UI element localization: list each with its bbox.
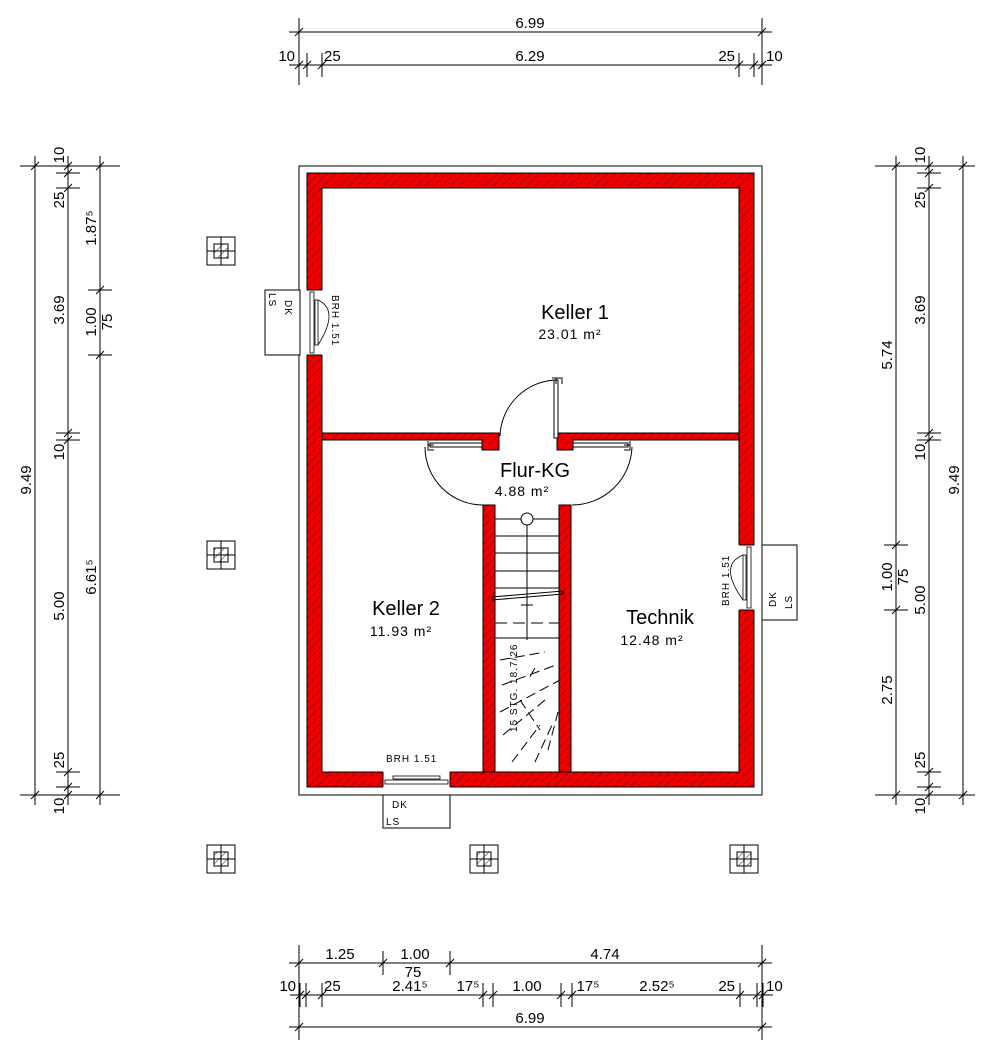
dimension-label: 25 [324,48,341,65]
window-west-type1: DK [282,300,293,316]
window-west-label-box [264,289,301,356]
dimension-label: 9.49 [18,465,35,494]
column-marker [469,844,499,874]
window-east-brh: BRH 1.51 [721,555,732,606]
dimension-label: 25 [51,752,68,769]
dim-bottom-detail: 10 25 2.41⁵ 17⁵ 1.00 17⁵ 2.52⁵ 25 10 [279,978,783,1007]
window-east[interactable]: DK LS BRH 1.51 [721,544,798,621]
dimension-label: 25 [912,192,929,209]
room-area: 23.01 m² [538,326,601,342]
window-south-label-box [382,794,451,829]
dimension-label: 6.61⁵ [83,559,100,594]
dimension-label: 2.41⁵ [392,978,427,995]
window-west-type2: LS [266,293,277,307]
outer-walls [306,172,755,788]
column-marker [206,844,236,874]
room-keller-2: Keller 2 11.93 m² [370,598,440,639]
stair-label: 15 STG. 18.7/26 [509,644,520,732]
dimension-label: 75 [895,569,912,586]
dimension-label: 3.69 [912,295,929,324]
dimension-label: 6.99 [515,15,544,32]
dimension-label: 2.75 [879,675,896,704]
dimension-label: 1.25 [325,946,354,963]
dimension-label: 10 [51,444,68,461]
room-flur-kg: Flur-KG 4.88 m² [495,460,570,499]
dim-bottom-overall: 6.99 [289,1010,772,1039]
column-markers [206,236,759,874]
dimension-label: 5.00 [51,591,68,620]
dimension-label: 2.52⁵ [639,978,674,995]
dimension-label: 1.00 [879,562,896,591]
room-name: Keller 2 [372,598,440,620]
dimension-label: 1.87⁵ [83,210,100,245]
dimension-label: 17⁵ [457,978,480,995]
dimension-label: 25 [718,978,735,995]
dimension-label: 1.00 [400,946,429,963]
window-west[interactable]: LS DK BRH 1.51 [264,289,340,356]
dimension-label: 25 [324,978,341,995]
dim-right-overall: 9.49 [946,156,975,805]
door-keller-2[interactable] [424,441,484,506]
dimension-label: 10 [51,147,68,164]
dimension-label: 10 [912,798,929,815]
dim-left-overall: 9.49 [18,156,47,805]
staircase: 15 STG. 18.7/26 [491,512,564,763]
dimension-label: 25 [912,752,929,769]
dim-right-openings: 5.74 1.00 2.75 75 [879,156,912,805]
dimension-label: 4.74 [590,946,619,963]
door-keller-1[interactable] [499,377,563,439]
column-marker [729,844,759,874]
window-east-type2: LS [784,595,795,609]
window-east-type1: DK [768,591,779,607]
window-south-type1: DK [392,800,408,811]
column-marker [206,236,236,266]
dimension-label: 10 [766,48,783,65]
dimension-label: 10 [278,48,295,65]
dim-left-walls: 10 25 3.69 10 5.00 25 10 [51,147,80,815]
dim-left-openings: 1.87⁵ 1.00 6.61⁵ 75 [83,156,116,805]
room-area: 11.93 m² [370,623,432,639]
dimension-label: 75 [99,314,116,331]
room-area: 12.48 m² [620,632,683,648]
dim-top-detail: 10 25 6.29 25 10 [278,48,783,77]
door-technik[interactable] [571,441,633,506]
dimension-label: 5.00 [912,585,929,614]
window-east-label-box [761,544,798,621]
dimension-label: 10 [766,978,783,995]
dimension-label: 25 [718,48,735,65]
dim-bottom-openings: 1.25 1.00 4.74 75 [289,946,772,981]
dimension-label: 75 [405,964,422,981]
dimension-label: 9.49 [946,465,963,494]
building-outline [298,165,763,796]
dimension-label: 10 [912,444,929,461]
interior-walls [321,432,740,773]
room-name: Technik [626,607,695,629]
room-name: Flur-KG [500,460,570,482]
window-west-brh: BRH 1.51 [329,295,340,346]
dim-right-walls: 10 25 3.69 10 5.00 25 10 [912,147,941,815]
window-south-type2: LS [386,817,400,828]
dim-top-overall: 6.99 [289,15,772,44]
dimension-label: 17⁵ [577,978,600,995]
dimension-label: 3.69 [51,295,68,324]
dimension-label: 6.29 [515,48,544,65]
window-south[interactable]: DK LS BRH 1.51 [382,754,451,829]
dimension-label: 1.00 [512,978,541,995]
room-name: Keller 1 [541,302,609,324]
room-technik: Technik 12.48 m² [620,607,695,648]
dimension-label: 25 [51,192,68,209]
dimension-label: 6.99 [515,1010,544,1027]
dimension-label: 1.00 [83,307,100,336]
room-keller-1: Keller 1 23.01 m² [538,302,609,342]
column-marker [206,540,236,570]
dimension-label: 5.74 [879,340,896,369]
room-area: 4.88 m² [495,483,549,499]
dimension-label: 10 [279,978,296,995]
dimension-label: 10 [912,147,929,164]
dimension-label: 10 [51,798,68,815]
window-south-brh: BRH 1.51 [386,754,437,765]
